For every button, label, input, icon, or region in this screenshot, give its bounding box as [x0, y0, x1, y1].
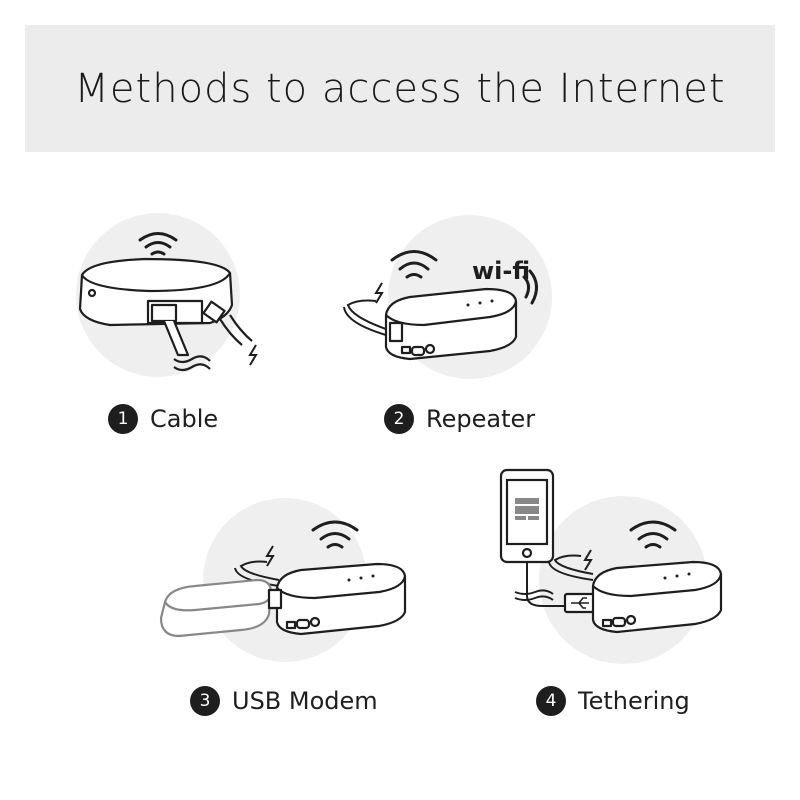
method-2-label: 2 Repeater — [384, 404, 535, 434]
method-2-number: 2 — [384, 404, 414, 434]
cable-illustration — [70, 205, 270, 395]
tethering-illustration — [495, 466, 735, 676]
phone-screen-icon — [515, 498, 539, 520]
lightning-icon — [265, 545, 275, 567]
method-2-text: Repeater — [426, 405, 536, 433]
wifi-signal-icon — [311, 520, 359, 549]
router-icon — [591, 560, 723, 634]
tethering-router-graphic — [499, 468, 723, 664]
method-1-text: Cable — [150, 405, 219, 433]
lightning-icon — [583, 549, 593, 571]
router-icon — [384, 287, 518, 361]
ethernet-cable-icon — [150, 300, 253, 372]
smartphone-icon — [499, 468, 555, 564]
usb-symbol-icon — [571, 597, 589, 609]
method-3-number: 3 — [190, 686, 220, 716]
method-1-label: 1 Cable — [108, 404, 218, 434]
lightning-icon — [248, 344, 258, 366]
method-4-number: 4 — [536, 686, 566, 716]
power-cable-icon — [548, 554, 594, 581]
repeater-router-graphic: wi-fi — [343, 215, 552, 379]
router-icon — [275, 562, 407, 636]
wifi-signal-icon — [629, 520, 677, 549]
wifi-logo-icon: wi-fi — [472, 257, 538, 305]
method-4-text: Tethering — [578, 687, 690, 715]
phone-cable-icon — [514, 562, 567, 607]
repeater-illustration: wi-fi — [340, 205, 560, 395]
wifi-signal-icon — [138, 232, 178, 256]
wifi-signal-icon — [390, 250, 438, 279]
title-banner: Methods to access the Internet — [25, 25, 775, 152]
method-4-label: 4 Tethering — [536, 686, 690, 716]
cable-router-graphic — [76, 213, 258, 377]
usb-modem-stick-icon — [159, 578, 283, 638]
usb-modem-illustration — [155, 490, 415, 670]
power-cable-icon — [234, 560, 280, 587]
method-1-number: 1 — [108, 404, 138, 434]
svg-text:wi-fi: wi-fi — [472, 257, 530, 285]
lightning-icon — [374, 282, 384, 304]
method-3-text: USB Modem — [232, 687, 378, 715]
method-3-label: 3 USB Modem — [190, 686, 378, 716]
page-title: Methods to access the Internet — [74, 65, 726, 112]
usb-modem-router-graphic — [159, 498, 407, 662]
power-cable-icon — [343, 299, 387, 336]
